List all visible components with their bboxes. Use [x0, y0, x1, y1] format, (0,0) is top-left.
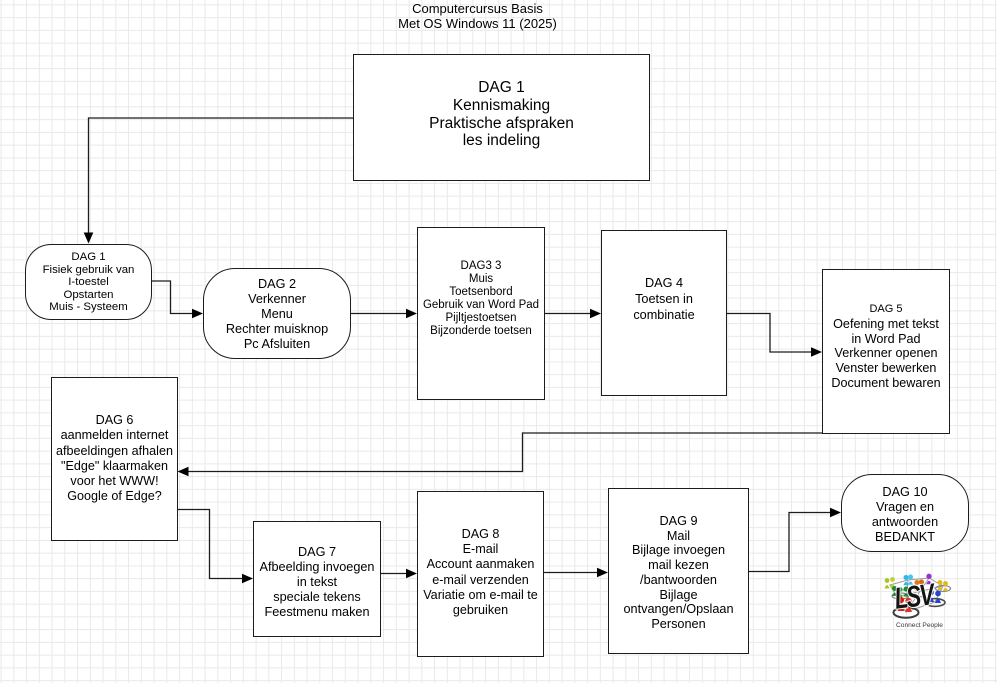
svg-text:Connect People: Connect People	[896, 622, 943, 629]
svg-text:LSV: LSV	[892, 577, 938, 616]
